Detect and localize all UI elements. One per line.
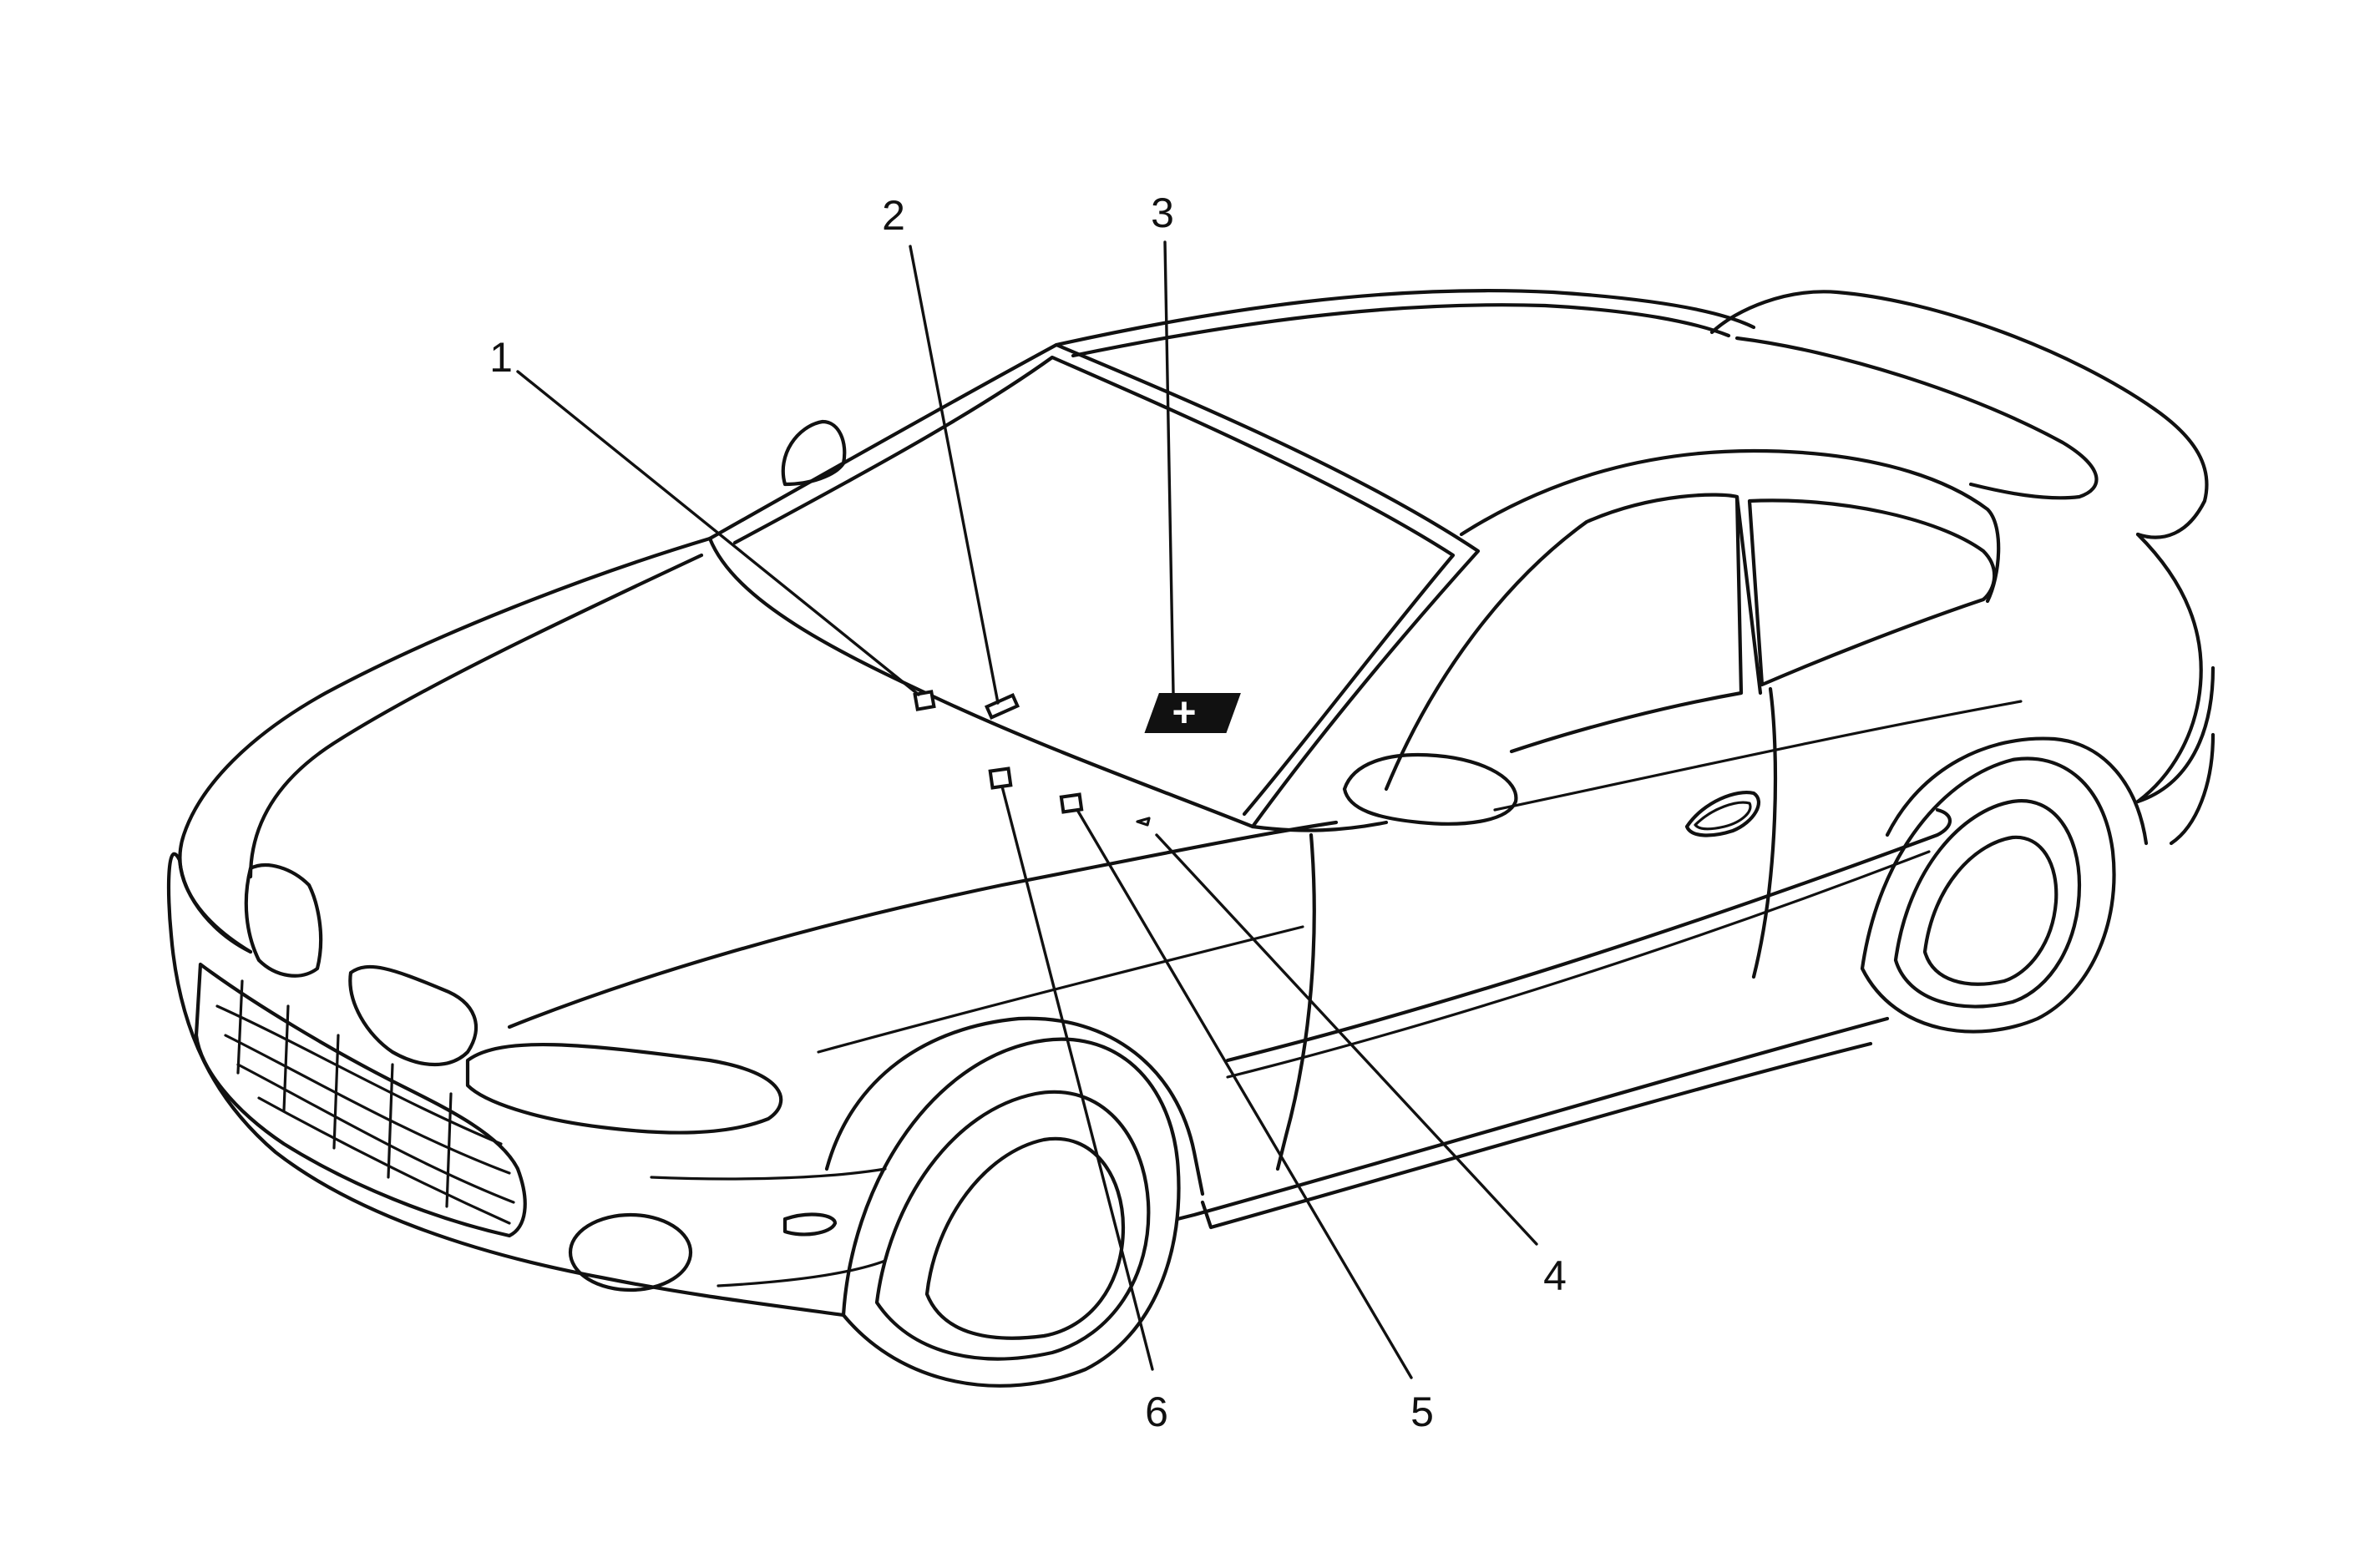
rear-wheel [1860, 756, 2116, 1034]
hood-crease [248, 553, 704, 879]
bumper-crease [650, 1167, 887, 1181]
hood-front-edge [507, 820, 1339, 1029]
side-sill [1175, 1016, 1890, 1222]
callout-3: 3 [1151, 190, 1174, 236]
b-pillar [1734, 494, 1778, 979]
roof-inner-line [1071, 303, 1731, 358]
label-markers: + [913, 689, 1241, 827]
rear-window-edge [1459, 448, 2001, 604]
left-mirror [781, 419, 847, 487]
side-sill-lower [1200, 1041, 1873, 1230]
door-handle [1684, 790, 1760, 837]
label-1-marker [913, 690, 936, 711]
label-2-marker [984, 693, 1020, 720]
callout-5: 5 [1410, 1389, 1434, 1435]
hood-center-line [817, 925, 1304, 1054]
leader-5 [1076, 808, 1413, 1379]
callout-6: 6 [1145, 1389, 1168, 1435]
callout-numbers: 1 2 3 4 5 6 [489, 190, 1567, 1435]
hood-outline [178, 536, 712, 954]
front-door-edge [1275, 832, 1316, 1171]
fog-light-left [568, 1212, 693, 1292]
label-5-marker [1059, 792, 1084, 814]
leader-3 [1163, 240, 1175, 695]
rear-spoiler-lower [1734, 336, 2099, 500]
rear-wheel-arch [1885, 736, 2149, 846]
plus-sign-icon: + [1172, 689, 1196, 736]
leader-lines [516, 240, 1538, 1379]
door-handle-inner [1694, 801, 1752, 831]
leader-4 [1155, 833, 1538, 1246]
headlight-left [244, 863, 323, 978]
rear-bumper [2135, 665, 2215, 846]
turn-signal [782, 1212, 838, 1237]
label-4-marker [1136, 817, 1151, 827]
headlamp-lower [465, 1042, 783, 1135]
headlight-right [348, 964, 479, 1066]
bumper-lower-line [717, 1259, 887, 1287]
rear-side-window [1747, 498, 1997, 687]
right-mirror [1342, 753, 1518, 826]
rear-quarter-line [2135, 532, 2203, 804]
windshield-inner [732, 355, 1456, 817]
front-fascia [166, 852, 846, 1318]
front-wheel [841, 1037, 1181, 1388]
roof-outline [1054, 288, 1756, 347]
grille-slats [215, 979, 515, 1225]
rear-spoiler [1709, 290, 2209, 539]
beltline [1493, 700, 2023, 812]
body-side-molding-lower [1226, 850, 1931, 1079]
grille-outline [194, 962, 527, 1238]
callout-2: 2 [882, 192, 905, 239]
leader-6 [1000, 785, 1154, 1371]
label-6-marker [988, 766, 1013, 790]
front-wheel-arch [824, 1016, 1205, 1196]
callout-4: 4 [1543, 1252, 1567, 1299]
callout-1: 1 [489, 334, 513, 381]
body-side-molding [1225, 807, 1952, 1063]
label-3-marker: + [1144, 689, 1241, 736]
windshield-outer [707, 342, 1481, 829]
car-outline [166, 288, 2215, 1388]
cowl-line [707, 536, 1389, 832]
leader-1 [516, 370, 920, 696]
leader-2 [909, 245, 1000, 705]
side-window [1384, 493, 1744, 792]
